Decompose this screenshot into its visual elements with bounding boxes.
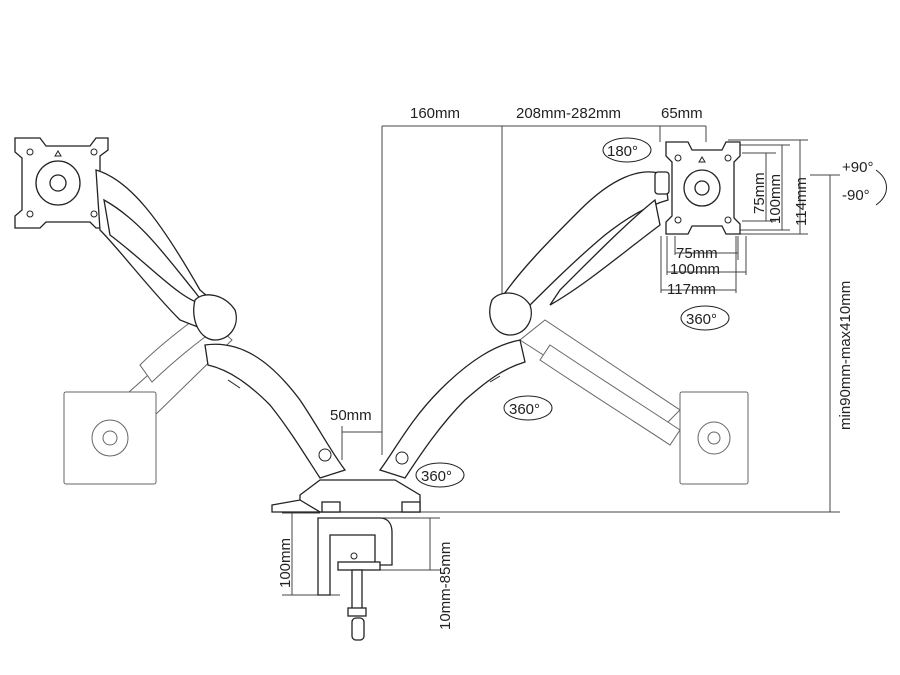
clamp-base <box>271 479 421 641</box>
label-desk-thickness: 10mm-85mm <box>437 542 454 630</box>
label-160mm: 160mm <box>410 105 460 122</box>
arm-right <box>378 171 670 479</box>
vesa-plate-left <box>14 137 109 229</box>
label-plate-117-w: 117mm <box>667 281 716 298</box>
label-vesa-100-h: 100mm <box>767 174 784 224</box>
dimension-labels: 160mm 208mm-282mm 65mm 75mm 100mm 114mm … <box>277 105 854 630</box>
label-rotate-base: 360° <box>421 468 452 485</box>
label-vesa-75-w: 75mm <box>676 245 718 262</box>
label-rotate-plate: 360° <box>686 311 717 328</box>
rotation-labels: 180° +90° -90° 360° 360° 360° <box>421 143 873 485</box>
label-vesa-75-h: 75mm <box>751 172 768 214</box>
label-rotate-180: 180° <box>607 143 638 160</box>
label-clamp-height: 100mm <box>277 538 294 588</box>
label-208-282mm: 208mm-282mm <box>516 105 621 122</box>
label-height-range: min90mm-max410mm <box>837 281 854 430</box>
label-vesa-100-w: 100mm <box>670 261 720 278</box>
label-plate-114-h: 114mm <box>793 177 810 226</box>
label-50mm: 50mm <box>330 407 372 424</box>
rotation-indicators <box>415 137 887 488</box>
ghost-arm-left <box>63 311 233 485</box>
label-rotate-elbow: 360° <box>509 401 540 418</box>
label-tilt-up: +90° <box>842 159 873 176</box>
ghost-arm-right <box>519 319 749 485</box>
label-65mm: 65mm <box>661 105 703 122</box>
label-tilt-down: -90° <box>842 187 870 204</box>
arm-left <box>95 169 347 479</box>
dimension-lines <box>282 125 840 596</box>
vesa-plate-right <box>665 141 741 235</box>
